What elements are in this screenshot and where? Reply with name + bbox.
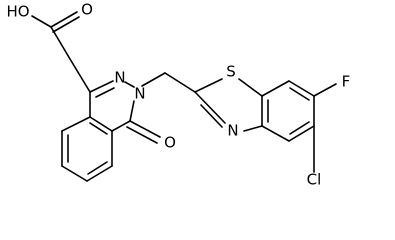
atom-label-o-carboxyl: O	[81, 1, 93, 19]
bond-ch2-c1	[69, 58, 91, 93]
atom-label-cl: Cl	[307, 171, 322, 189]
bond-n-n	[124, 81, 135, 88]
bond-ch2-c2	[164, 72, 196, 93]
atom-label-s: S	[226, 63, 236, 81]
molecule-drawing: HO O N N O S N F Cl	[6, 1, 350, 189]
atom-label-n-upper: N	[114, 69, 125, 87]
bonds	[31, 11, 337, 182]
bond-n-ch2	[141, 72, 166, 87]
bond-c4-c3a	[261, 125, 290, 142]
atom-label-oh: HO	[6, 3, 29, 21]
bond-c6-f	[313, 83, 337, 97]
bond-c1-n-a	[89, 80, 114, 93]
atom-label-f: F	[342, 73, 351, 91]
bond-c6-c5-inner	[87, 161, 108, 175]
bond-c8a-c8	[61, 116, 91, 132]
bond-c5-c4	[288, 125, 315, 142]
bond-c2-s	[194, 78, 223, 93]
bond-ho-c	[31, 15, 52, 28]
atom-label-n-ring: N	[134, 85, 145, 103]
atom-label-o-ketone: O	[164, 134, 176, 152]
bond-c-o-double-a	[50, 11, 78, 28]
bond-c4a-c8a	[89, 116, 113, 132]
bond-c-ch2	[50, 26, 71, 60]
bond-n-c2-b	[200, 104, 223, 128]
atom-label-n-thiazole: N	[227, 122, 238, 140]
bond-c7-c6	[61, 165, 88, 182]
bond-c7a-c7	[261, 80, 290, 97]
bond-c6-c5	[86, 165, 113, 182]
bond-c3a-n	[243, 125, 263, 132]
bond-c4a-c8a-inner	[89, 122, 108, 135]
structure-canvas: HO O N N O S N F Cl	[6, 0, 351, 189]
bond-c7-c6-inner	[289, 87, 310, 101]
bond-s-c7a	[238, 78, 263, 97]
atom-labels: HO O N N O S N F Cl	[6, 1, 350, 189]
bond-c5-c4-inner	[289, 121, 310, 135]
bond-c4-c4a	[111, 120, 131, 132]
bond-c1-n-b	[95, 87, 115, 98]
bond-n-c4	[129, 100, 135, 122]
bond-c4-o-b	[126, 126, 158, 144]
bond-n-c2-a	[194, 91, 226, 124]
bond-c-o-double-b	[52, 16, 80, 33]
bond-c4-o-a	[129, 120, 161, 138]
bond-c7-c6	[288, 80, 315, 97]
